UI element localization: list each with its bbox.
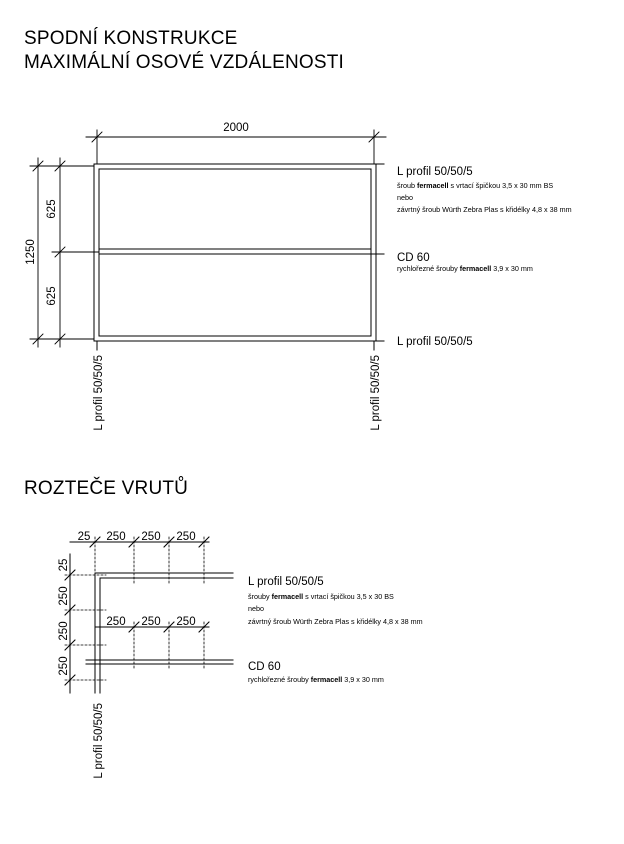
label-left-post: L profil 50/50/5 bbox=[93, 355, 105, 431]
tick-total-top bbox=[32, 160, 44, 172]
label-bottom-profile: L profil 50/50/5 bbox=[397, 336, 473, 348]
note-b-mid-screw-post: 3,9 x 30 mm bbox=[342, 675, 384, 684]
dim-top-0: 25 bbox=[78, 531, 91, 543]
dim-width-label: 2000 bbox=[223, 122, 249, 134]
section-title-screw-spacing: ROZTEČE VRUTŮ bbox=[24, 478, 189, 499]
note-top-screw-post: s vrtací špičkou 3,5 x 30 mm BS bbox=[449, 181, 554, 190]
dim-top-2: 250 bbox=[141, 531, 160, 543]
label-b-post: L profil 50/50/5 bbox=[93, 703, 105, 779]
note-top-screw-pre: šroub bbox=[397, 181, 417, 190]
tick-total-bottom bbox=[32, 333, 44, 345]
dim-mid-2: 250 bbox=[176, 616, 195, 628]
note-mid-screw-brand: fermacell bbox=[460, 264, 492, 273]
label-right-post: L profil 50/50/5 bbox=[370, 355, 382, 431]
note-top-screw: šroub fermacell s vrtací špičkou 3,5 x 3… bbox=[397, 181, 553, 190]
dim-left-1: 250 bbox=[58, 586, 70, 605]
dim-left-0: 25 bbox=[58, 559, 70, 572]
dim-top-3: 250 bbox=[176, 531, 195, 543]
tick-part-mid bbox=[54, 246, 66, 258]
note-mid-screw: rychlořezné šrouby fermacell 3,9 x 30 mm bbox=[397, 264, 533, 273]
title-line-2: MAXIMÁLNÍ OSOVÉ VZDÁLENOSTI bbox=[24, 52, 345, 73]
note-b-mid-screw-pre: rychlořezné šrouby bbox=[248, 675, 311, 684]
note-top-or: nebo bbox=[397, 193, 413, 202]
label-top-profile: L profil 50/50/5 bbox=[397, 166, 473, 178]
dim-top-1: 250 bbox=[106, 531, 125, 543]
note-b-top-screw: šrouby fermacell s vrtací špičkou 3,5 x … bbox=[248, 592, 394, 601]
note-b-mid-screw-brand: fermacell bbox=[311, 675, 343, 684]
note-top-screw-brand: fermacell bbox=[417, 181, 449, 190]
dim-left-3: 250 bbox=[58, 656, 70, 675]
title-line-1: SPODNÍ KONSTRUKCE bbox=[24, 28, 238, 49]
note-b-top-screw-post: s vrtací špičkou 3,5 x 30 BS bbox=[303, 592, 394, 601]
screw-positions bbox=[64, 536, 205, 681]
frame-drawing bbox=[93, 163, 385, 351]
note-mid-screw-post: 3,9 x 30 mm bbox=[491, 264, 533, 273]
tick-part-top bbox=[54, 160, 66, 172]
frame-inner bbox=[98, 168, 372, 337]
note-top-alt: závrtný šroub Würth Zebra Plas s křidélk… bbox=[397, 205, 572, 214]
dim-left-2: 250 bbox=[58, 621, 70, 640]
label-b-mid-profile: CD 60 bbox=[248, 661, 281, 673]
frame-outer bbox=[93, 163, 377, 342]
note-b-top-screw-pre: šrouby bbox=[248, 592, 272, 601]
tick-right bbox=[368, 131, 380, 143]
dim-height-upper-label: 625 bbox=[46, 199, 58, 218]
dimension-width bbox=[85, 129, 387, 165]
screw-spacing-drawing bbox=[64, 536, 234, 694]
tick-part-bottom bbox=[54, 333, 66, 345]
note-b-top-or: nebo bbox=[248, 604, 264, 613]
dim-height-total-label: 1250 bbox=[25, 239, 37, 265]
dim-mid-1: 250 bbox=[141, 616, 160, 628]
dim-mid-0: 250 bbox=[106, 616, 125, 628]
note-b-mid-screw: rychlořezné šrouby fermacell 3,9 x 30 mm bbox=[248, 675, 384, 684]
note-b-top-alt: závrtný šroub Würth Zebra Plas s křidélk… bbox=[248, 617, 423, 626]
label-b-top-profile: L profil 50/50/5 bbox=[248, 576, 324, 588]
tick-left bbox=[91, 131, 103, 143]
note-mid-screw-pre: rychlořezné šrouby bbox=[397, 264, 460, 273]
dimension-height bbox=[29, 157, 100, 348]
label-mid-profile: CD 60 bbox=[397, 252, 430, 264]
note-b-top-screw-brand: fermacell bbox=[272, 592, 304, 601]
dim-height-lower-label: 625 bbox=[46, 286, 58, 305]
